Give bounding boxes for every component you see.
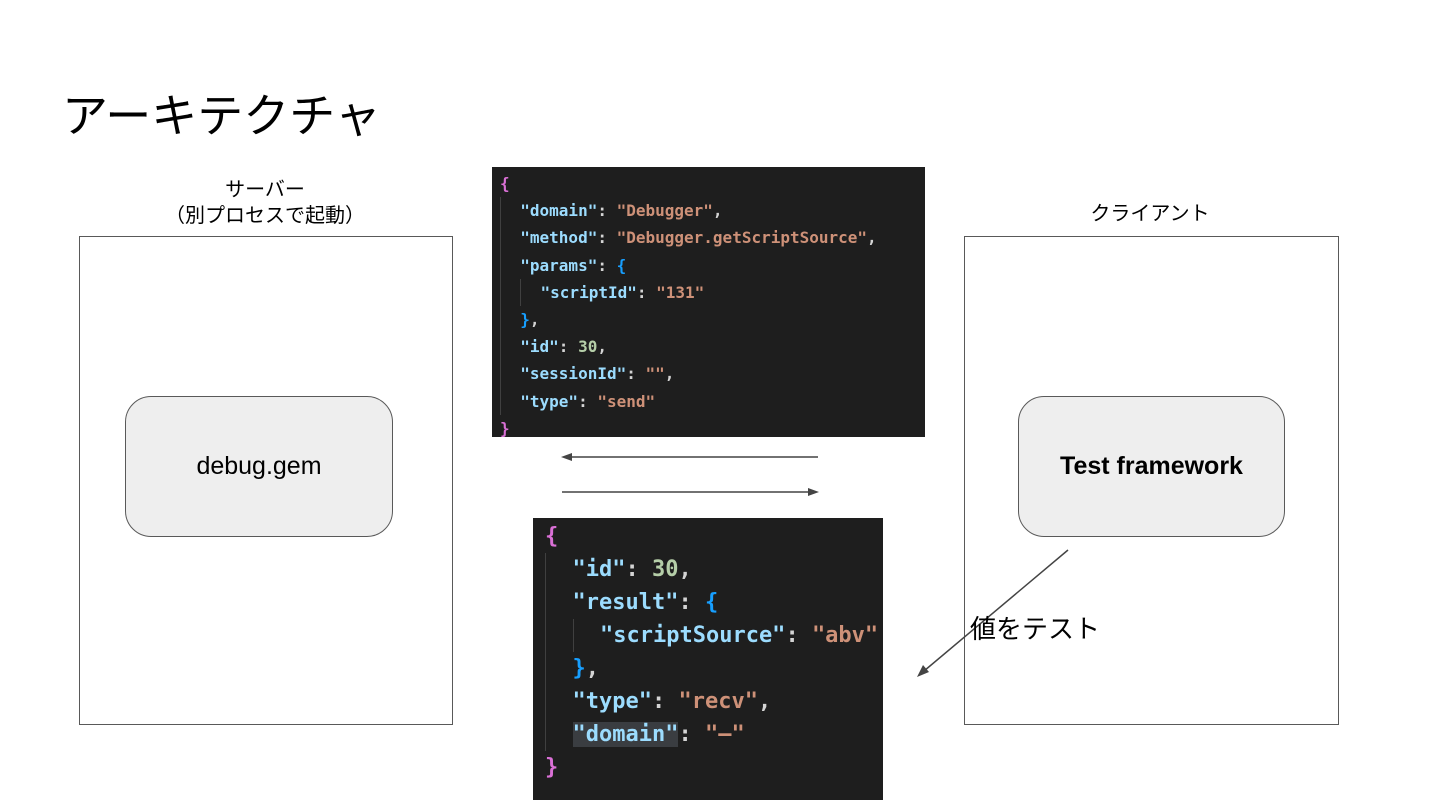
recv-type-key: "type" (572, 689, 652, 714)
recv-result-open: { (704, 590, 719, 615)
recv-id-key: "id" (572, 557, 626, 582)
client-module-label: Test framework (1060, 452, 1243, 480)
recv-scriptsource-key: "scriptSource" (600, 623, 786, 648)
client-module-box: Test framework (1018, 396, 1285, 537)
send-scriptid-value: "131" (656, 282, 705, 302)
recv-type-value: "recv" (678, 689, 758, 714)
send-sessionid-key: "sessionId" (520, 364, 627, 384)
send-method-value: "Debugger.getScriptSource" (616, 228, 868, 248)
send-method-key: "method" (520, 228, 598, 248)
client-label: クライアント (1090, 201, 1210, 225)
send-sessionid-value: "" (645, 364, 665, 384)
recv-close-brace: } (545, 755, 559, 780)
server-label-title: サーバー (225, 177, 305, 201)
send-id-value: 30 (578, 337, 598, 357)
recv-result-key: "result" (572, 590, 679, 615)
send-params-key: "params" (520, 255, 598, 275)
send-params-open: { (616, 255, 627, 275)
recv-message-code: { "id": 30, "result": { "scriptSource": … (533, 518, 883, 800)
server-module-label: debug.gem (196, 452, 322, 480)
send-id-key: "id" (520, 337, 559, 357)
send-open-brace: { (500, 174, 510, 193)
recv-scriptsource-value: "abv" (811, 623, 879, 648)
check-arrow (917, 549, 1069, 677)
recv-domain-value: "–" (704, 722, 745, 747)
page-title: アーキテクチャ (62, 89, 381, 143)
arrow-to-server (561, 453, 818, 461)
send-type-value: "send" (597, 391, 656, 411)
send-scriptid-key: "scriptId" (540, 282, 637, 302)
server-module-box: debug.gem (125, 396, 393, 537)
send-type-key: "type" (520, 391, 579, 411)
send-message-code: { "domain": "Debugger", "method": "Debug… (492, 167, 925, 437)
send-params-close: } (520, 310, 530, 330)
send-close-brace: } (500, 418, 510, 437)
recv-result-close: } (572, 656, 586, 681)
server-label-note: （別プロセスで起動） (165, 203, 365, 227)
server-label: サーバー （別プロセスで起動） (140, 176, 390, 228)
recv-id-value: 30 (651, 557, 679, 582)
recv-open-brace: { (545, 524, 559, 549)
arrow-to-client (562, 488, 819, 496)
send-domain-value: "Debugger" (616, 201, 713, 221)
send-domain-key: "domain" (520, 201, 598, 221)
check-value-label: 値をテスト (970, 615, 1101, 645)
recv-domain-key: "domain" (572, 722, 679, 747)
